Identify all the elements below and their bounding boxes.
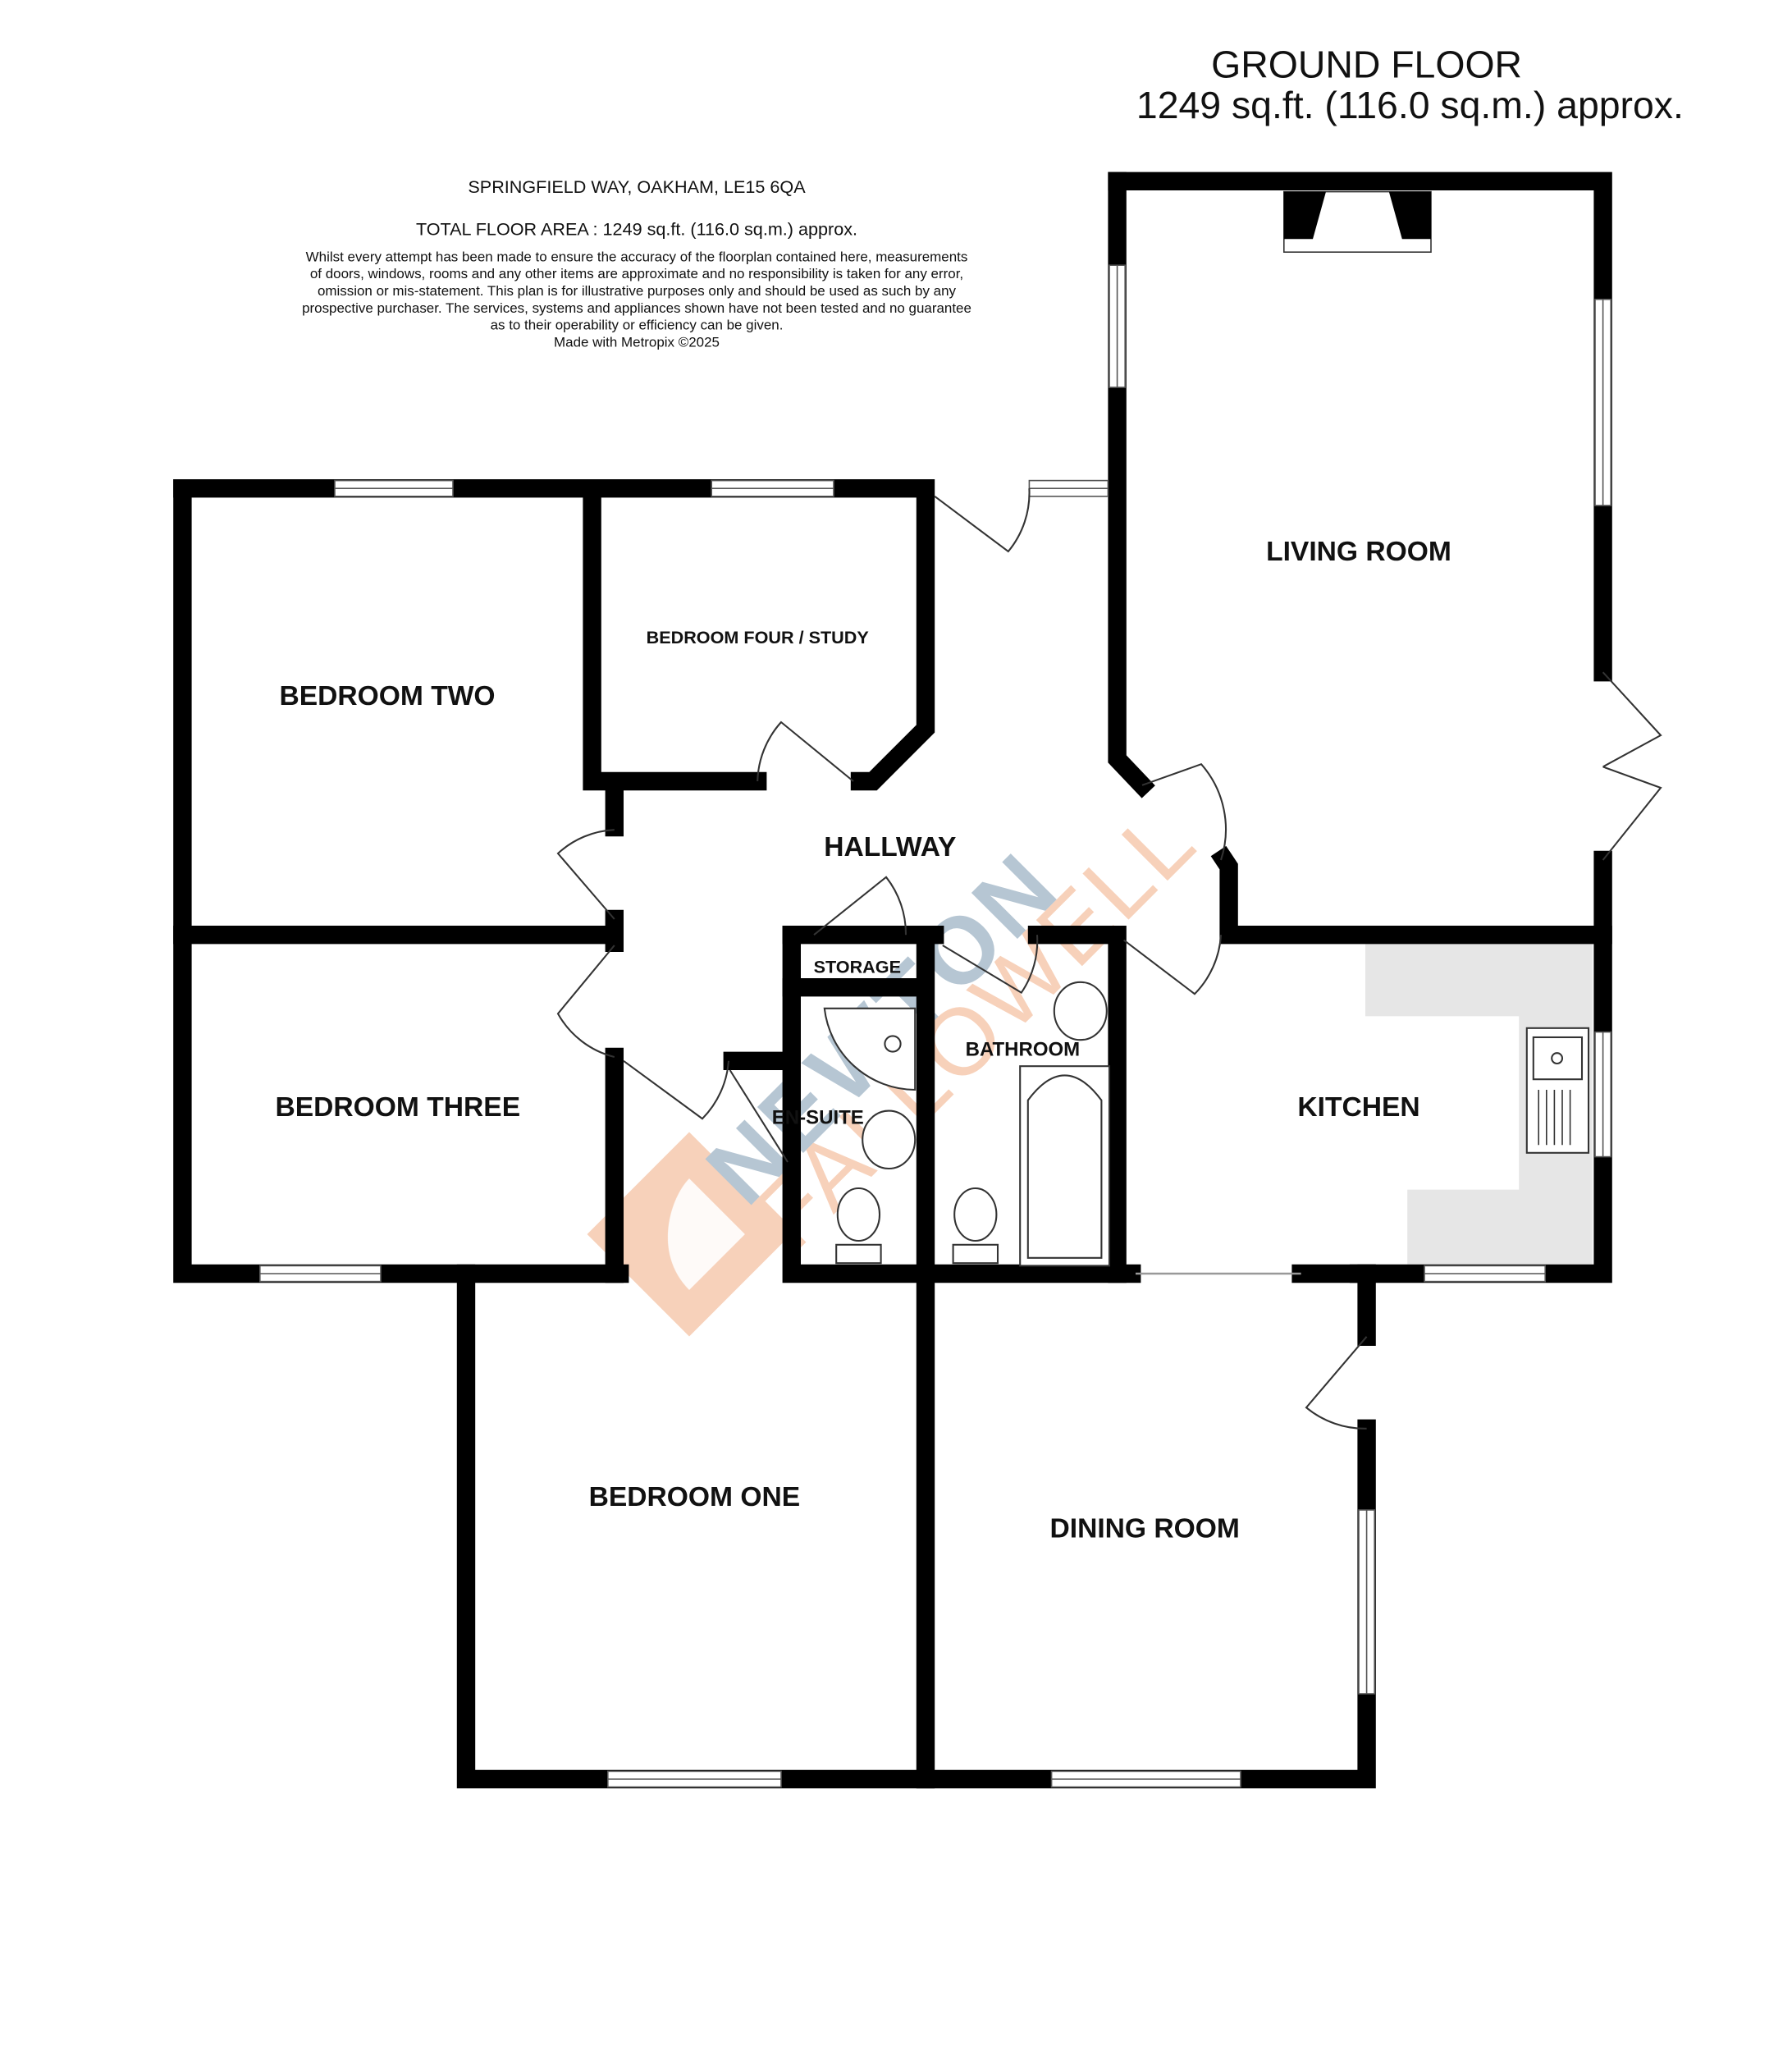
credit: Made with Metropix ©2025 — [554, 334, 720, 350]
room-bathroom: BATHROOM — [966, 1038, 1081, 1060]
total-floor-area: TOTAL FLOOR AREA : 1249 sq.ft. (116.0 sq… — [416, 218, 857, 239]
svg-text:Whilst every attempt has been: Whilst every attempt has been made to en… — [306, 249, 968, 264]
svg-text:of doors, windows, rooms and a: of doors, windows, rooms and any other i… — [310, 266, 963, 281]
address: SPRINGFIELD WAY, OAKHAM, LE15 6QA — [468, 176, 806, 197]
ensuite-toilet — [835, 1187, 882, 1265]
doors — [556, 488, 1662, 1430]
svg-text:omission or mis-statement. Thi: omission or mis-statement. This plan is … — [318, 283, 957, 299]
kitchen-sink — [1525, 1027, 1590, 1154]
floor-area: 1249 sq.ft. (116.0 sq.m.) approx. — [1136, 84, 1684, 126]
fixtures — [823, 190, 1590, 1267]
kitchen-counter — [1365, 944, 1593, 1265]
room-kitchen: KITCHEN — [1297, 1092, 1419, 1123]
floor-title: GROUND FLOOR — [1211, 43, 1522, 85]
fireplace — [1283, 190, 1432, 254]
room-living-room: LIVING ROOM — [1266, 537, 1451, 567]
windows — [259, 264, 1612, 1788]
room-dining-room: DINING ROOM — [1049, 1514, 1239, 1544]
room-hallway: HALLWAY — [824, 832, 956, 862]
room-storage: STORAGE — [814, 957, 901, 977]
room-bedroom-three: BEDROOM THREE — [275, 1092, 520, 1123]
room-bedroom-one: BEDROOM ONE — [589, 1482, 801, 1512]
svg-text:as to their operability or eff: as to their operability or efficiency ca… — [491, 318, 784, 333]
ensuite-basin — [862, 1109, 917, 1170]
bathroom-toilet — [952, 1187, 999, 1265]
svg-text:prospective purchaser. The ser: prospective purchaser. The services, sys… — [302, 300, 971, 316]
room-en-suite: EN-SUITE — [772, 1107, 864, 1129]
bath — [1019, 1065, 1111, 1267]
room-bedroom-two: BEDROOM TWO — [279, 681, 495, 711]
room-bedroom-four: BEDROOM FOUR / STUDY — [647, 627, 870, 647]
shower — [823, 1007, 917, 1091]
bathroom-basin — [1053, 981, 1108, 1041]
disclaimer: Whilst every attempt has been made to en… — [302, 249, 971, 350]
